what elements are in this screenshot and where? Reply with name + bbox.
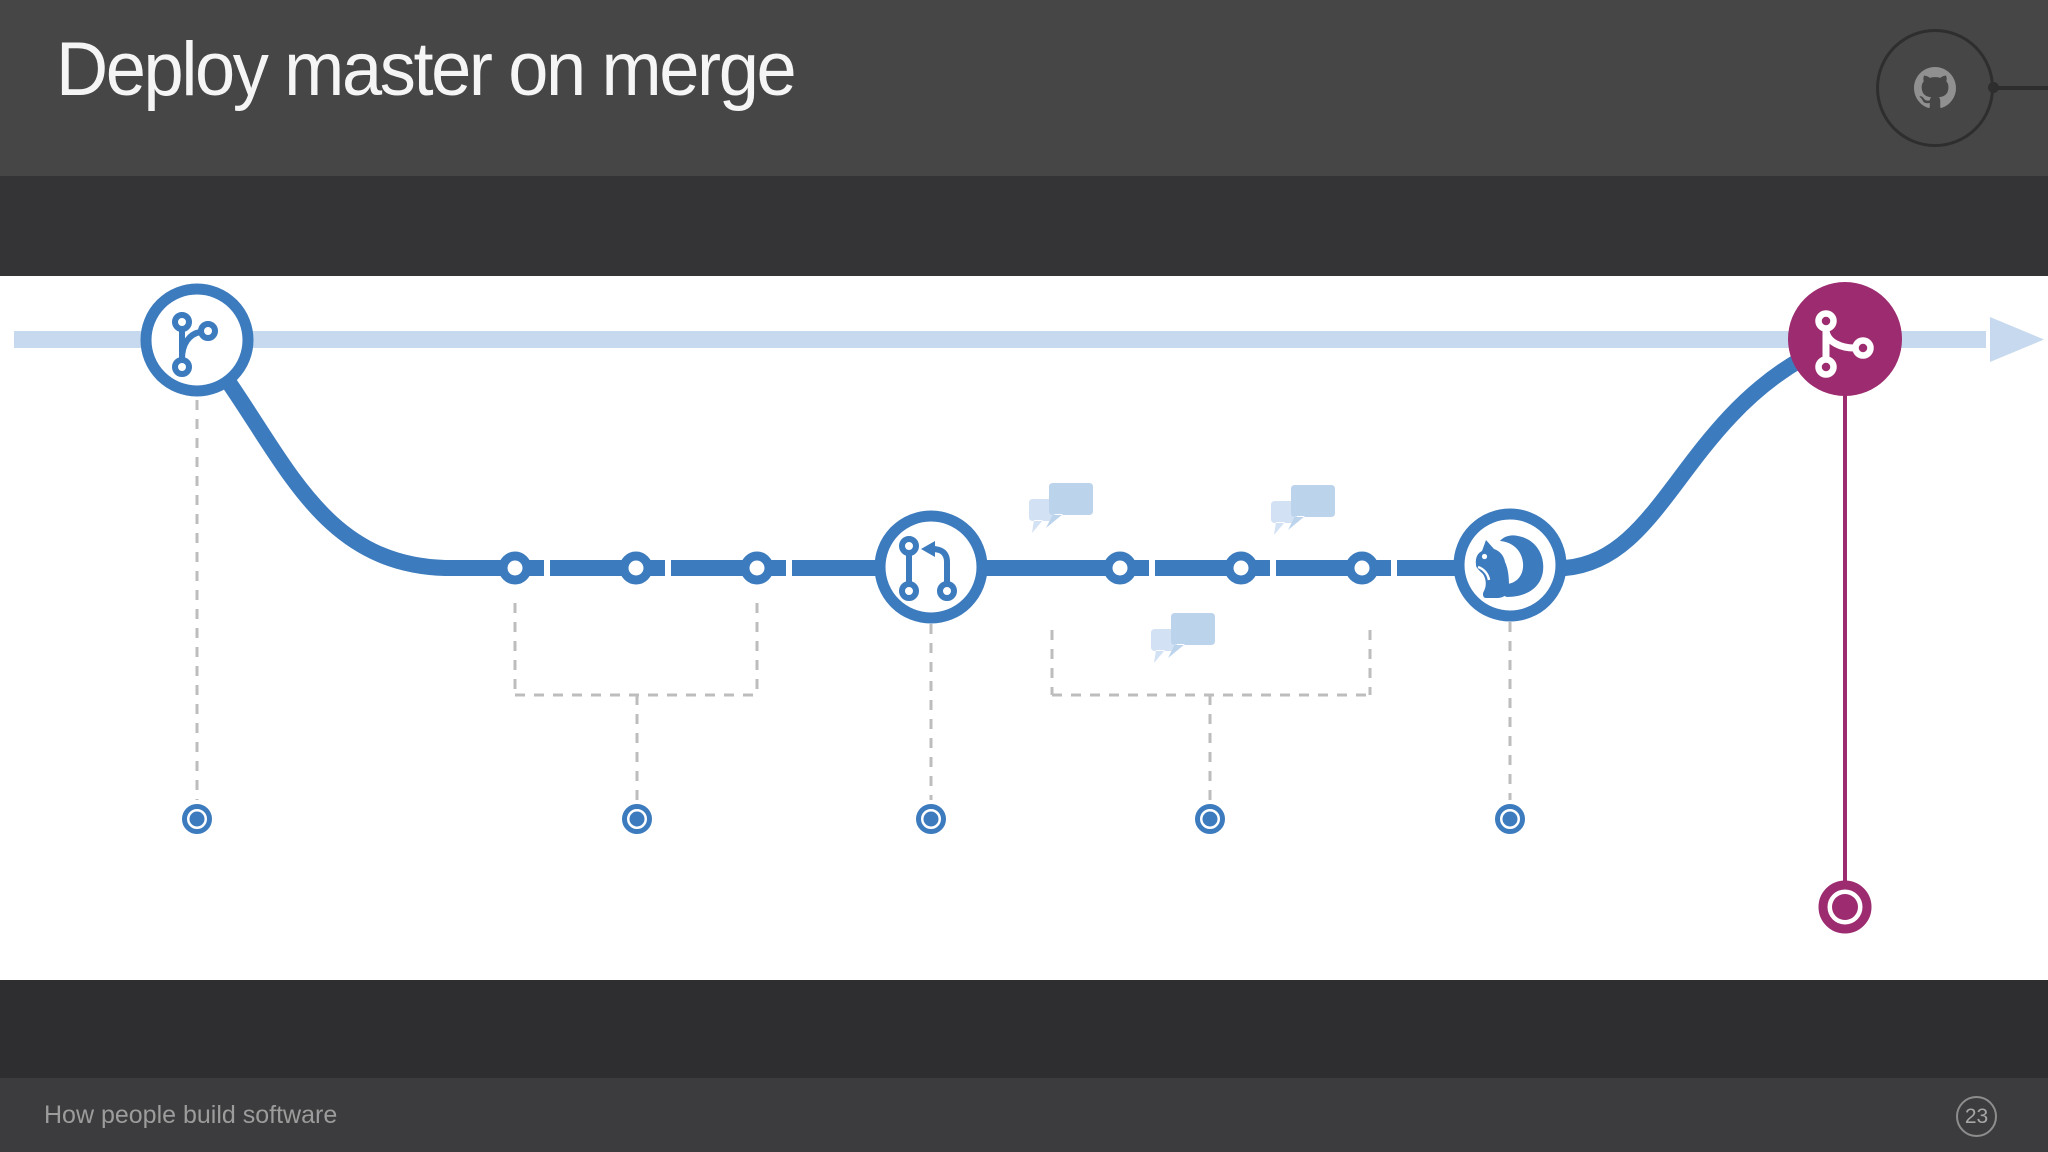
commit-ring [1224, 551, 1258, 585]
git-flow-diagram [14, 282, 2044, 934]
comment-bubbles-icon [1151, 613, 1215, 663]
github-logo-badge [1876, 29, 1994, 147]
node-circle [140, 283, 254, 397]
git-pull-request-icon [899, 536, 957, 601]
footer-caption: How people build software [44, 1100, 338, 1129]
node-circle [874, 510, 988, 624]
node-branch-start [140, 283, 254, 397]
timeline-dot [622, 804, 652, 834]
page-number-badge: 23 [1956, 1096, 1997, 1137]
node-deploy [1818, 880, 1872, 934]
commit-ring [1345, 551, 1379, 585]
comment-bubbles-icon [1271, 485, 1335, 535]
diagram-canvas [0, 276, 2048, 980]
timeline-dot [182, 804, 212, 834]
timeline-dot [916, 804, 946, 834]
comment-bubbles-icon [1029, 483, 1093, 533]
git-branch-icon [172, 312, 218, 377]
guide-bracket-commits-2 [1050, 630, 1372, 800]
commit-ring [498, 551, 532, 585]
commit-ring [619, 551, 653, 585]
commit-ring [740, 551, 774, 585]
slide-header: Deploy master on merge [0, 0, 2048, 176]
footer-upper-band [0, 980, 2048, 1078]
master-arrowhead-icon [1990, 317, 2044, 362]
node-ship-it [1453, 508, 1567, 622]
guide-bracket-commits-1 [513, 603, 759, 800]
deploy-target-center [1832, 894, 1858, 920]
node-circle [1788, 282, 1902, 396]
squirrel-icon [1475, 535, 1544, 598]
feature-branch-line [189, 332, 1808, 576]
node-pull-request [874, 510, 988, 624]
github-octocat-icon [1914, 67, 1956, 108]
master-line [14, 331, 1986, 348]
header-connector-line [1994, 86, 2048, 90]
git-merge-icon [1815, 310, 1874, 378]
header-underbar [0, 176, 2048, 276]
feature-branch-gap-ticks [544, 557, 1397, 579]
deploy-target-ring [1818, 880, 1872, 934]
timeline-dot [1495, 804, 1525, 834]
node-circle [1453, 508, 1567, 622]
timeline-dot [1195, 804, 1225, 834]
slide-footer: How people build software 23 [0, 1078, 2048, 1152]
node-merge [1788, 282, 1902, 396]
timeline-dots [182, 804, 1525, 834]
timeline-guides [195, 400, 1512, 800]
master-branch-line [14, 317, 2044, 362]
commit-ring [1103, 551, 1137, 585]
feature-commits-after-pr [1103, 551, 1379, 585]
slide-title: Deploy master on merge [56, 27, 797, 112]
feature-commits-before-pr [498, 551, 774, 585]
